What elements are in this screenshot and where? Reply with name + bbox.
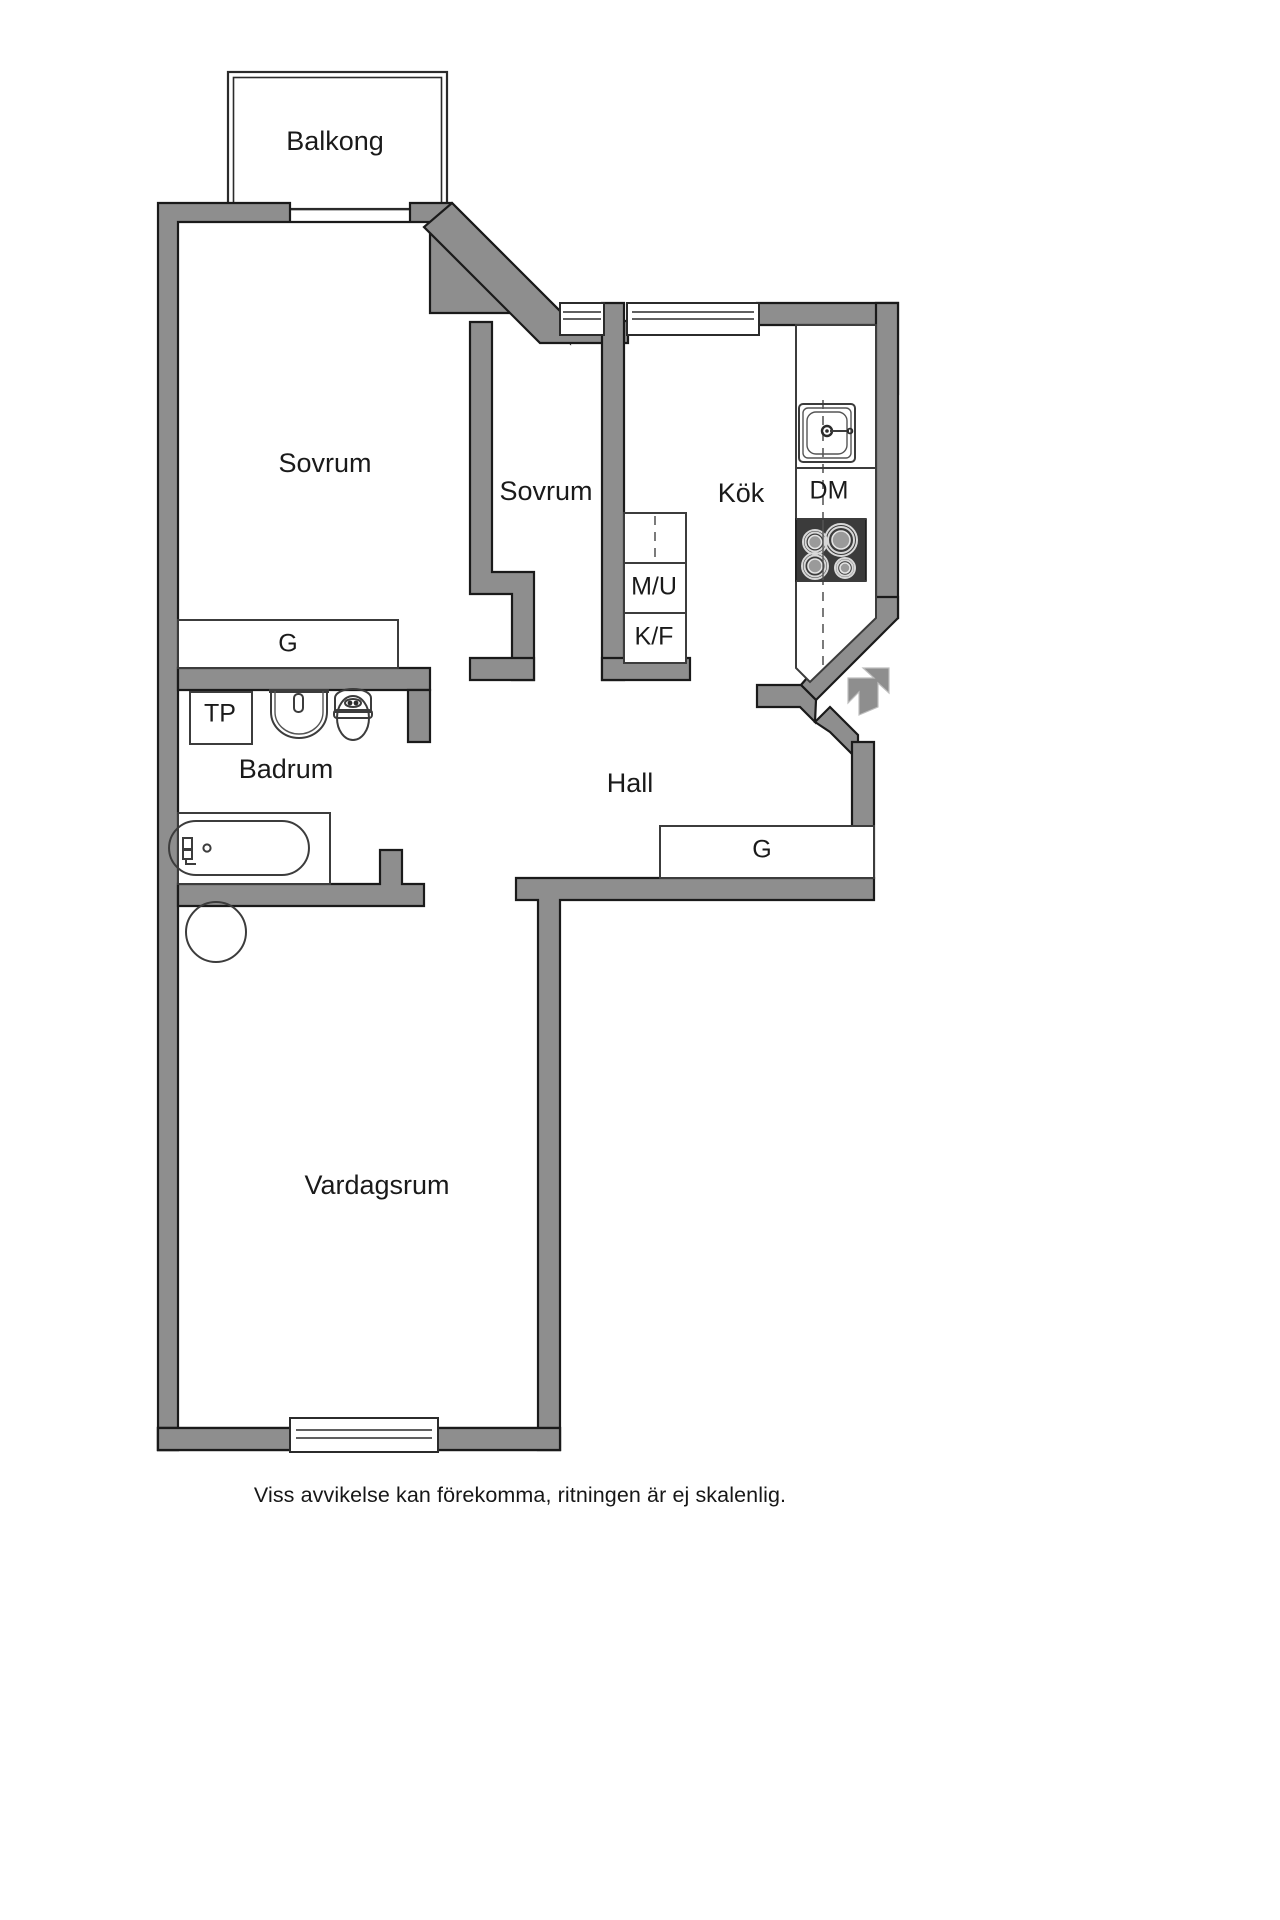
room-label-kok: Kök <box>718 478 765 508</box>
window-sovrum-2 <box>559 302 605 336</box>
room-label-hall: Hall <box>607 768 654 798</box>
room-label-balkong: Balkong <box>286 126 384 156</box>
fixture-label-kyl-frys: K/F <box>635 623 674 651</box>
fixture-label-tvattpelare: TP <box>204 700 236 728</box>
fixture-label-garderob-hall: G <box>752 836 771 864</box>
fixture-label-garderob-sovrum: G <box>278 630 297 658</box>
wall-structure <box>156 201 900 1452</box>
kitchen-sink-icon <box>796 403 876 469</box>
cabinet-stack <box>623 512 687 664</box>
window-kok <box>626 302 760 336</box>
closet-hall <box>659 825 875 879</box>
bathtub-icon <box>168 812 331 885</box>
window-vardagsrum <box>289 1417 439 1453</box>
disclaimer-note: Viss avvikelse kan förekomma, ritningen … <box>253 1483 787 1507</box>
room-label-vardagsrum: Vardagsrum <box>304 1170 449 1200</box>
closet-sovrum <box>177 619 399 669</box>
balcony-outline <box>226 70 449 211</box>
room-label-sovrum-2: Sovrum <box>499 476 592 506</box>
room-label-badrum: Badrum <box>239 754 334 784</box>
fixture-label-diskmaskin: DM <box>810 477 849 505</box>
washbasin-icon <box>269 689 329 739</box>
fixture-label-mikro-ugn: M/U <box>631 573 677 601</box>
toilet-icon <box>333 688 373 741</box>
cooktop-four-burner-icon <box>795 518 867 582</box>
laundry-unit-tp <box>189 691 253 745</box>
round-stove-icon <box>185 901 247 963</box>
entrance-arrow-icon <box>847 667 890 716</box>
room-label-sovrum-1: Sovrum <box>278 448 371 478</box>
